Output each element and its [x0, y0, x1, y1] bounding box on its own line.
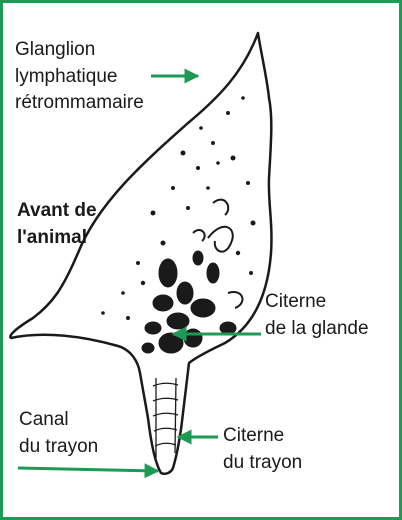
label-gland-cistern: Citerne de la glande: [265, 289, 369, 342]
label-ganglion: Glanglion lymphatique rétrommamaire: [15, 37, 144, 117]
cistern-blobs: [142, 251, 236, 353]
arrow-teat-canal: [18, 468, 158, 471]
teat-detail: [153, 378, 178, 458]
label-teat-canal: Canal du trayon: [19, 407, 98, 460]
label-teat-cistern: Citerne du trayon: [223, 423, 302, 476]
label-front-of-animal: Avant de l'animal: [17, 198, 97, 251]
